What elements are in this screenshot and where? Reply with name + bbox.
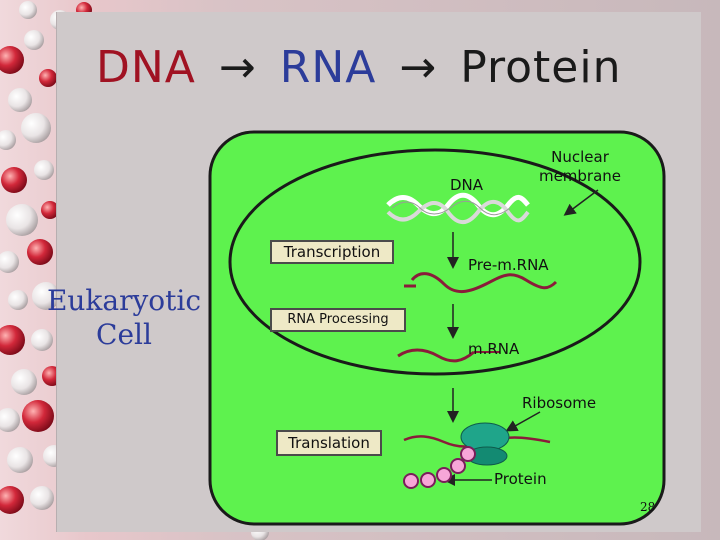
cytoplasmic-mrna [403,435,551,448]
red-blood-cell-sphere [22,400,54,432]
pre-mrna-strand [410,272,558,293]
transcription-box: Transcription [270,240,394,264]
white-sphere [6,204,38,236]
eukaryotic-cell-label: Eukaryotic Cell [24,284,224,364]
red-blood-cell-sphere [39,69,57,87]
page-number: 28 [640,500,656,514]
protein-bead [403,473,419,489]
protein-bead [450,458,466,474]
white-sphere [31,329,53,351]
title-arrow-1: → [218,42,257,93]
mrna-strand [397,348,475,363]
white-sphere [0,408,20,432]
protein-bead [436,467,452,483]
ribosome-pointer [505,411,541,432]
rna-processing-box: RNA Processing [270,308,406,332]
translation-box: Translation [276,430,382,456]
pre-mrna-label: Pre-m.RNA [468,256,549,274]
white-sphere [0,251,19,273]
nuclear-membrane-label-line-2: membrane [538,167,622,185]
dna-helix-outline [391,200,511,216]
title-rna: RNA [279,42,377,93]
white-sphere [8,88,32,112]
cell-label-line-1: Eukaryotic [46,284,202,317]
white-sphere [21,113,51,143]
title-arrow-2: → [399,42,438,93]
title-protein: Protein [460,42,622,93]
protein-bead [420,472,436,488]
mrna-label: m.RNA [468,340,520,358]
white-sphere [0,130,16,150]
dna-helix-strand-2 [386,199,530,225]
cell-label-line-2: Cell [96,318,152,351]
white-sphere [8,290,28,310]
protein-label: Protein [494,470,547,488]
red-blood-cell-sphere [1,167,27,193]
title-dna: DNA [96,42,196,93]
slide-title: DNA → RNA → Protein [96,38,696,98]
ribosome-label: Ribosome [522,394,597,412]
red-blood-cell-sphere [0,325,25,355]
nuclear-membrane-pointer [563,189,599,216]
dna-label: DNA [450,176,484,194]
white-sphere [30,486,54,510]
protein-bead [460,446,476,462]
red-blood-cell-sphere [27,239,53,265]
red-blood-cell-sphere [41,201,59,219]
nuclear-membrane-label-line-1: Nuclear [551,148,609,166]
white-sphere [11,369,37,395]
white-sphere [7,447,33,473]
white-sphere [19,1,37,19]
white-sphere [32,282,60,310]
white-sphere [34,160,54,180]
red-blood-cell-sphere [0,486,24,514]
dna-helix-strand-1 [386,192,530,218]
nuclear-membrane-label: Nuclear membrane [530,148,630,186]
white-sphere [24,30,44,50]
red-blood-cell-sphere [0,46,24,74]
